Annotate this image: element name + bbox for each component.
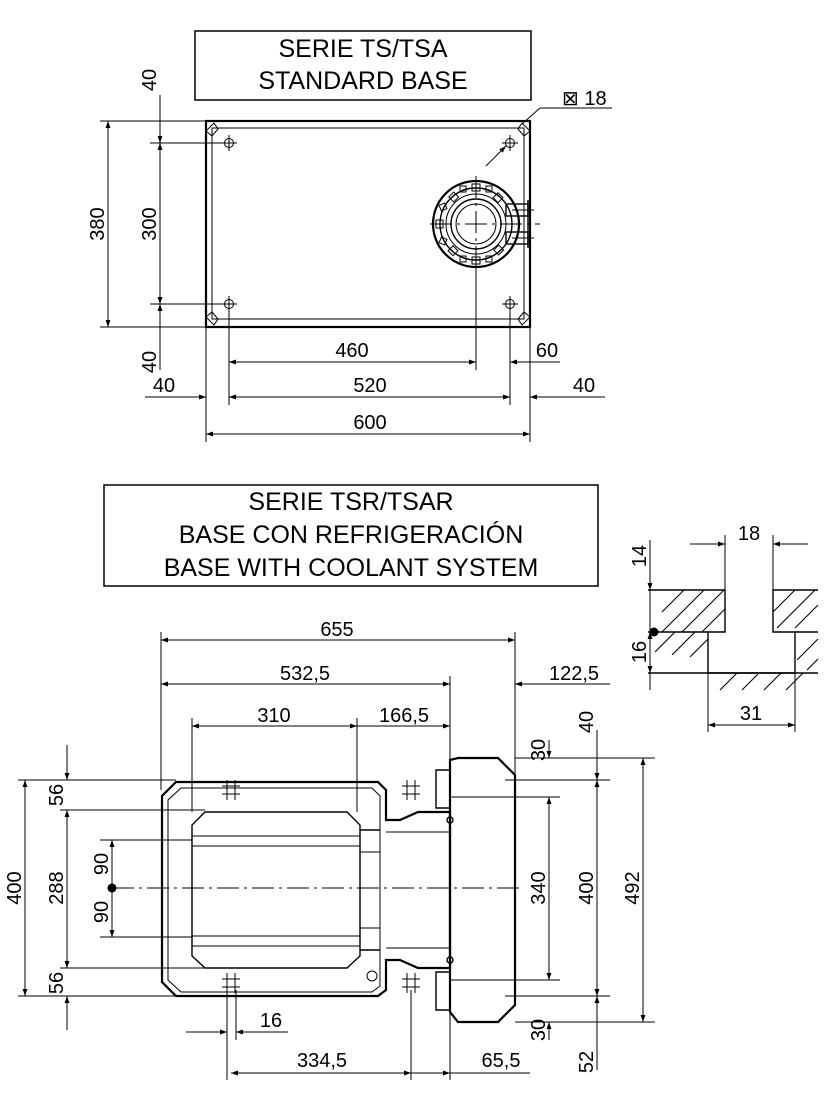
mounting-holes-bottom xyxy=(222,780,420,993)
dim-532-5: 532,5 xyxy=(280,663,330,685)
t-slot-section-detail: 18 14 16 31 xyxy=(629,523,819,732)
dim-40-bottom-left: 40 xyxy=(139,351,161,373)
bearing-flange xyxy=(430,176,540,272)
dim-655: 655 xyxy=(320,619,353,641)
dim-16: 16 xyxy=(260,1010,282,1032)
dim-400-left: 400 xyxy=(4,871,26,904)
coolant-base-view: SERIE TSR/TSAR BASE CON REFRIGERACIÓN BA… xyxy=(4,484,655,1080)
dim-300: 300 xyxy=(139,207,161,240)
dim-56-top: 56 xyxy=(46,784,68,806)
title-bottom-line1: SERIE TSR/TSAR xyxy=(248,488,453,516)
dim-310: 310 xyxy=(257,705,290,727)
dim-122-5: 122,5 xyxy=(549,663,599,685)
dim-30-top: 30 xyxy=(528,739,550,761)
coolant-base-plate xyxy=(160,756,517,1024)
dim-166-5: 166,5 xyxy=(379,705,429,727)
dim-288: 288 xyxy=(46,871,68,904)
dim-40-left: 40 xyxy=(153,375,175,397)
section-dim-14: 14 xyxy=(629,545,651,567)
title-box-bottom xyxy=(103,484,599,587)
dim-56-bottom: 56 xyxy=(46,972,68,994)
dim-40-right: 40 xyxy=(573,375,595,397)
title-top-line2: STANDARD BASE xyxy=(258,67,467,95)
title-top-line1: SERIE TS/TSA xyxy=(278,35,447,63)
dim-90-upper: 90 xyxy=(91,853,113,875)
dim-520: 520 xyxy=(353,375,386,397)
dim-65-5: 65,5 xyxy=(482,1050,521,1072)
dim-340: 340 xyxy=(528,871,550,904)
dim-334-5: 334,5 xyxy=(297,1050,347,1072)
dim-40-top: 40 xyxy=(139,69,161,91)
dim-60: 60 xyxy=(536,340,558,362)
hole-size-label: ⊠ 18 xyxy=(562,88,607,110)
section-dim-31: 31 xyxy=(740,703,762,725)
dim-52: 52 xyxy=(576,1051,598,1073)
dim-380: 380 xyxy=(87,207,109,240)
title-box-top xyxy=(194,30,532,101)
dim-492: 492 xyxy=(622,871,644,904)
section-dim-18: 18 xyxy=(738,523,760,545)
dim-600: 600 xyxy=(353,412,386,434)
dim-30-bottom: 30 xyxy=(528,1019,550,1041)
title-bottom-line3: BASE WITH COOLANT SYSTEM xyxy=(164,554,539,582)
dim-40-right-top: 40 xyxy=(576,711,598,733)
dim-90-lower: 90 xyxy=(91,901,113,923)
dim-400-right: 400 xyxy=(576,871,598,904)
dim-460: 460 xyxy=(335,340,368,362)
standard-base-view: SERIE TS/TSA STANDARD BASE xyxy=(87,30,612,442)
section-dim-16: 16 xyxy=(629,641,651,663)
title-bottom-line2: BASE CON REFRIGERACIÓN xyxy=(179,520,524,549)
